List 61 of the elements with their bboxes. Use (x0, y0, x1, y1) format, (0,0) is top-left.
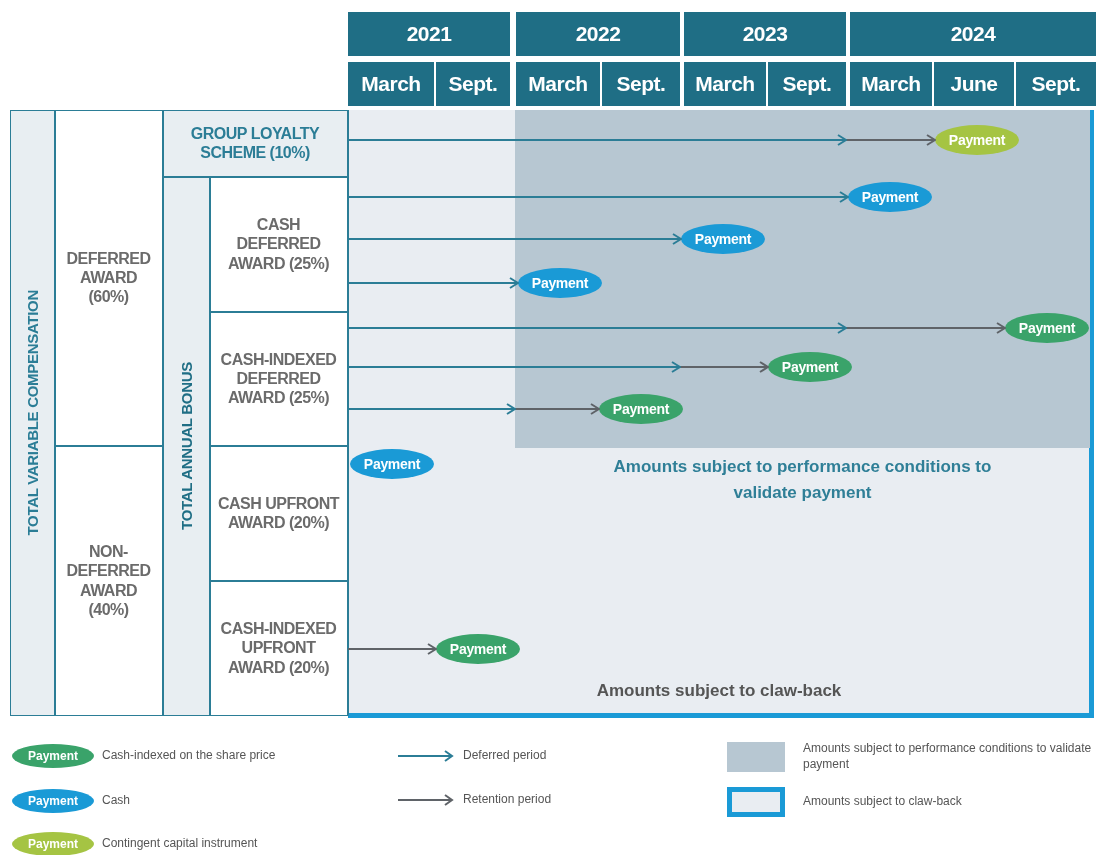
month-header: March (348, 62, 434, 106)
category-column (9, 109, 55, 716)
payment-oval: Payment (848, 182, 932, 212)
payment-oval: Payment (768, 352, 852, 382)
area-caption: Amounts subject to performance conditions to validate payment (612, 456, 993, 504)
category-label: DEFERRED AWARD (60%) (65, 248, 152, 307)
month-header: Sept. (1016, 62, 1096, 106)
payment-oval: Payment (350, 449, 434, 479)
year-header: 2022 (516, 12, 680, 56)
legend-label: Cash (102, 793, 130, 809)
category-panel (54, 445, 163, 716)
month-header: Sept. (436, 62, 510, 106)
month-header: Sept. (602, 62, 680, 106)
arrow (347, 134, 936, 146)
category-label: TOTAL ANNUAL BONUS (177, 362, 195, 530)
year-header: 2024 (850, 12, 1096, 56)
arrow (347, 361, 769, 373)
payment-oval: Payment (436, 634, 520, 664)
legend-label: Cash-indexed on the share price (102, 748, 276, 764)
payment-legend-swatch: Payment (12, 744, 94, 768)
category-label: CASH-INDEXED UPFRONT AWARD (20%) (219, 619, 338, 677)
category-column (162, 176, 210, 716)
arrow (347, 643, 437, 655)
category-panel (209, 580, 348, 716)
month-header: March (684, 62, 766, 106)
month-header: March (516, 62, 600, 106)
arrow (347, 322, 1006, 334)
payment-oval: Payment (681, 224, 765, 254)
year-header: 2023 (684, 12, 846, 56)
month-header: Sept. (768, 62, 846, 106)
category-label: CASH DEFERRED AWARD (25%) (226, 215, 331, 273)
arrow (347, 277, 519, 289)
legend-label: Amounts subject to claw-back (803, 794, 962, 810)
payment-legend-swatch: Payment (12, 832, 94, 855)
legend-label: Retention period (463, 792, 552, 808)
category-label: TOTAL VARIABLE COMPENSATION (23, 289, 41, 536)
claw-back-area (348, 110, 1094, 718)
payment-oval: Payment (935, 125, 1019, 155)
payment-oval: Payment (518, 268, 602, 298)
category-label: CASH UPFRONT AWARD (20%) (216, 493, 341, 533)
legend-label: Amounts subject to performance conditions to validate payment (803, 741, 1093, 773)
month-header: June (934, 62, 1014, 106)
payment-legend-swatch: Payment (12, 789, 94, 813)
category-label: NON-DEFERRED AWARD (40%) (65, 542, 152, 619)
month-header: March (850, 62, 932, 106)
category-panel (209, 176, 348, 312)
category-panel (54, 109, 163, 446)
year-header: 2021 (348, 12, 510, 56)
category-panel (209, 445, 348, 581)
category-label: GROUP LOYALTY SCHEME (10%) (189, 123, 321, 163)
arrow (347, 403, 600, 415)
category-panel (209, 311, 348, 446)
payment-oval: Payment (599, 394, 683, 424)
category-panel (162, 109, 348, 177)
legend-label: Contingent capital instrument (102, 836, 258, 852)
arrow (347, 191, 849, 203)
arrow (347, 233, 682, 245)
area-caption: Amounts subject to claw-back (595, 681, 843, 701)
category-label: CASH-INDEXED DEFERRED AWARD (25%) (219, 349, 338, 408)
payment-oval: Payment (1005, 313, 1089, 343)
legend-label: Deferred period (463, 748, 547, 764)
